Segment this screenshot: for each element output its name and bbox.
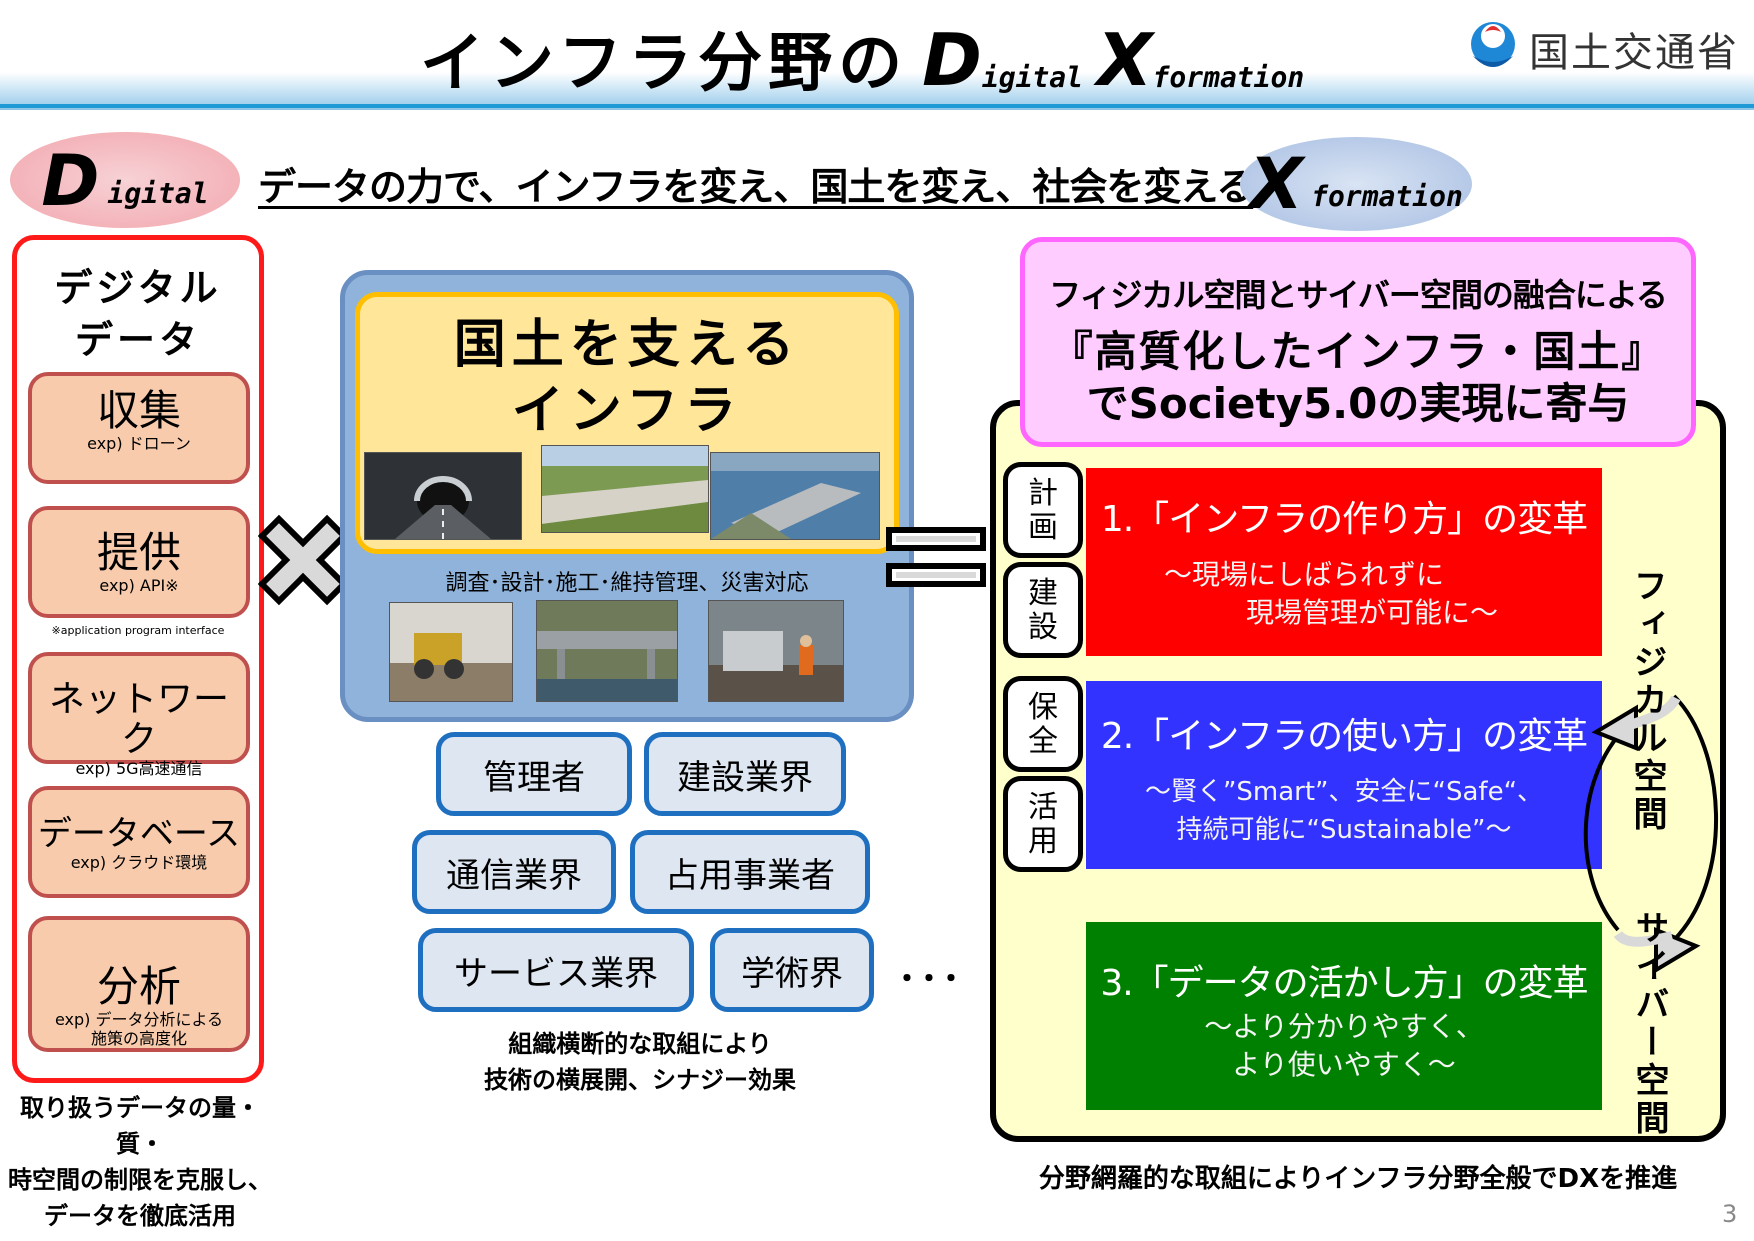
database-box: データベース exp) クラウド環境 [28, 786, 250, 898]
dx2-desc-line1: ～賢く”Smart”、安全に“Safe“、 [1144, 777, 1544, 807]
digital-data-title-line1: デジタル [54, 266, 222, 310]
tunnel-photo [364, 452, 522, 540]
title-igital: igital [981, 61, 1084, 94]
provision-example: exp) API※ [99, 576, 179, 596]
digital-data-title: デジタル データ [12, 262, 264, 366]
middle-caption-line2: 技術の横展開、シナジー効果 [484, 1066, 796, 1094]
api-footnote: ※application program interface [51, 624, 225, 637]
dx3-desc-line1: ～より分かりやすく、 [1204, 1010, 1484, 1043]
port-photo [710, 452, 880, 540]
page-number: 3 [1722, 1200, 1738, 1228]
phase-construction: 建設 [1003, 562, 1083, 658]
infrastructure-caption: 調査･設計･施工･維持管理、災害対応 [445, 571, 809, 596]
org-construction-industry: 建設業界 [644, 732, 846, 816]
cyber-space-label: サイバー空間 [1629, 910, 1669, 1138]
phase-maintenance-label: 保全 [1028, 690, 1058, 759]
dx-box-2: 2.「インフラの使い方」の変革 ～賢く”Smart”、安全に“Safe“、 持続… [1086, 681, 1602, 869]
phase-planning: 計画 [1003, 462, 1083, 558]
org-academia: 学術界 [710, 928, 874, 1012]
provision-box: 提供 exp) API※ [28, 506, 250, 618]
goal-line1: フィジカル空間とサイバー空間の融合による [1049, 276, 1668, 314]
xformation-pill: X formation [1240, 137, 1472, 231]
physical-space-label: フィジカル空間 [1627, 568, 1667, 834]
header-line [0, 104, 1754, 108]
digital-pill: D igital [10, 132, 240, 228]
phase-construction-label: 建設 [1028, 576, 1058, 645]
equals-icon-bottom [886, 563, 986, 587]
digital-big-letter: D [41, 140, 100, 222]
mlit-logo: 国土交通省 [1465, 18, 1739, 80]
database-label: データベース [37, 814, 241, 854]
dx1-desc-line1: ～現場にしばられずに [1164, 558, 1445, 591]
bridge-photo [536, 600, 678, 702]
analysis-box: 分析 exp) データ分析による 施策の高度化 [28, 916, 250, 1052]
analysis-example-line2: 施策の高度化 [90, 1029, 187, 1049]
left-caption-line1: 取り扱うデータの量・質・ [20, 1094, 260, 1158]
collection-box: 収集 exp) ドローン [28, 372, 250, 484]
org-occupancy-operators: 占用事業者 [630, 830, 870, 914]
left-caption-line3: データを徹底活用 [44, 1202, 236, 1230]
multiply-icon [258, 514, 348, 606]
more-dots: ･･･ [898, 959, 964, 1000]
page-title: インフラ分野の D igital X formation [420, 16, 1304, 96]
infrastructure-title-line2: インフラ [511, 381, 743, 441]
digital-small-text: igital [107, 177, 209, 210]
provision-label: 提供 [96, 528, 181, 577]
analysis-label: 分析 [96, 962, 181, 1011]
left-caption: 取り扱うデータの量・質・ 時空間の制限を克服し、 データを徹底活用 [0, 1090, 280, 1234]
collection-example: exp) ドローン [87, 434, 191, 454]
org-telecom-industry: 通信業界 [412, 830, 616, 914]
network-example: exp) 5G高速通信 [75, 759, 203, 779]
org-manager: 管理者 [436, 732, 632, 816]
phase-utilization-label: 活用 [1028, 790, 1058, 859]
title-formation: formation [1152, 61, 1305, 94]
dx2-heading: 2.「インフラの使い方」の変革 [1100, 716, 1588, 757]
dx3-desc-line2: より使いやすく～ [1232, 1048, 1456, 1081]
database-example: exp) クラウド環境 [70, 853, 208, 873]
phase-maintenance: 保全 [1003, 676, 1083, 772]
title-jp: インフラ分野の [420, 27, 909, 101]
infrastructure-title-line1: 国土を支える [453, 315, 801, 375]
left-caption-line2: 時空間の制限を克服し、 [8, 1166, 272, 1194]
xform-small-text: formation [1311, 180, 1463, 213]
dx2-desc-line2: 持続可能に“Sustainable”～ [1176, 815, 1512, 845]
dx-box-3: 3.「データの活かし方」の変革 ～より分かりやすく、 より使いやすく～ [1086, 922, 1602, 1110]
network-box: ネットワーク exp) 5G高速通信 [28, 652, 250, 778]
middle-caption: 組織横断的な取組により 技術の横展開、シナジー効果 [400, 1026, 880, 1098]
construction-photo [389, 602, 513, 702]
slogan: データの力で、インフラを変え、国土を変え、社会を変える [258, 165, 1254, 209]
infrastructure-title: 国土を支える インフラ [355, 312, 899, 444]
phase-planning-label: 計画 [1028, 476, 1058, 545]
title-d: D [922, 18, 982, 102]
digital-data-title-line2: データ [74, 318, 201, 362]
middle-caption-line1: 組織横断的な取組により [508, 1030, 772, 1058]
dx1-desc-line2: 現場管理が可能に～ [1246, 596, 1499, 629]
logo-text: 国土交通省 [1529, 30, 1739, 76]
phase-utilization: 活用 [1003, 776, 1083, 872]
dx3-heading: 3.「データの活かし方」の変革 [1100, 963, 1588, 1004]
right-caption: 分野網羅的な取組によりインフラ分野全般でDXを推進 [1038, 1164, 1678, 1194]
dx1-heading: 1.「インフラの作り方」の変革 [1100, 499, 1588, 540]
header-band [0, 72, 1754, 110]
xform-big-letter: X [1249, 143, 1304, 225]
equals-icon-top [886, 527, 986, 551]
cycle-arrows-icon [1583, 694, 1718, 974]
mlit-emblem-icon [1471, 22, 1515, 67]
analysis-example: exp) データ分析による [54, 1010, 224, 1030]
org-service-industry: サービス業界 [418, 928, 694, 1012]
network-label: ネットワーク [48, 679, 229, 760]
goal-box [1020, 237, 1696, 447]
title-x: X [1097, 18, 1153, 102]
collection-label: 収集 [96, 386, 181, 435]
disaster-response-photo [708, 600, 844, 702]
goal-line2: 『高質化したインフラ・国土』 [1050, 327, 1666, 376]
dx-box-1: 1.「インフラの作り方」の変革 ～現場にしばられずに 現場管理が可能に～ [1086, 468, 1602, 656]
levee-photo [541, 445, 709, 533]
goal-line3: でSociety5.0の実現に寄与 [1086, 379, 1630, 428]
